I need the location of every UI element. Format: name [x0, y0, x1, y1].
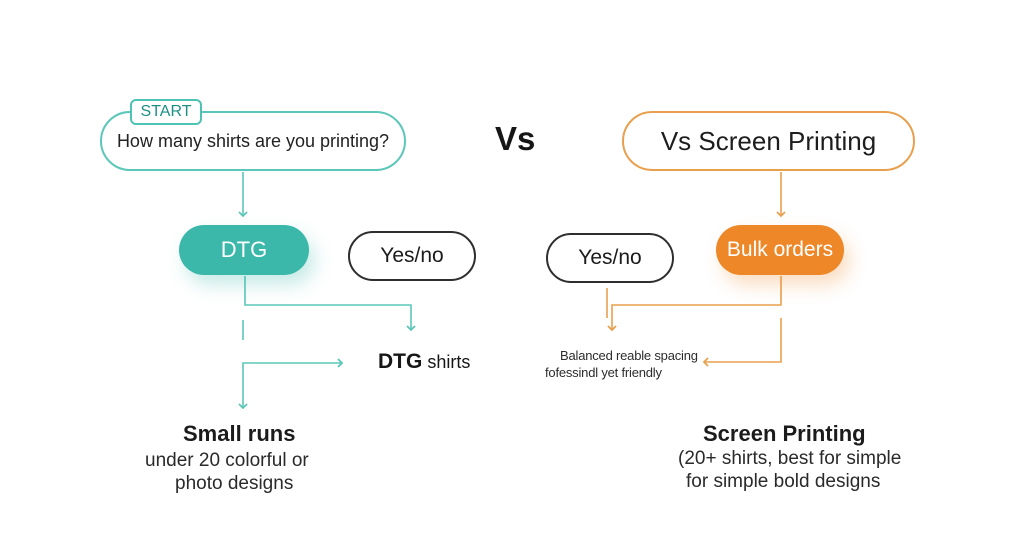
- bulk-orders-node: Bulk orders: [716, 225, 844, 275]
- connector-bulk-side-to-note: [702, 318, 782, 367]
- dtg-shirts-label: DTG shirts: [378, 350, 470, 374]
- connector-to-small-runs: [238, 362, 248, 410]
- screen-printing-title-text: Vs Screen Printing: [660, 125, 877, 156]
- spacing-note-line-2: fofessindl yet friendly: [545, 365, 662, 380]
- connector-dtg-to-dtg-shirts: [244, 276, 416, 332]
- yes-no-node-right: Yes/no: [546, 233, 674, 283]
- dtg-shirts-rest: shirts: [422, 352, 471, 372]
- start-question-box: How many shirts are you printing?: [100, 111, 406, 171]
- dtg-shirts-bold: DTG: [378, 350, 423, 373]
- spacing-note-line-1: Balanced reable spacing: [560, 348, 698, 363]
- screen-printing-description-line-1: (20+ shirts, best for simple: [678, 448, 902, 469]
- connector-bulk-to-note: [607, 276, 782, 332]
- screen-printing-heading: Screen Printing: [703, 421, 866, 446]
- vs-label: Vs: [495, 120, 536, 157]
- dtg-node-label: DTG: [220, 237, 268, 262]
- small-runs-description-line-2: photo designs: [175, 473, 294, 494]
- screen-printing-title-box: Vs Screen Printing: [622, 111, 915, 171]
- yes-no-label-right: Yes/no: [578, 246, 642, 269]
- start-tag: START: [130, 99, 202, 125]
- bulk-orders-label: Bulk orders: [726, 238, 834, 261]
- screen-printing-description-line-2: for simple bold designs: [686, 471, 881, 492]
- yes-no-label-left: Yes/no: [380, 244, 444, 267]
- small-runs-description-line-1: under 20 colorful or: [145, 450, 309, 471]
- start-question-text: How many shirts are you printing?: [116, 130, 390, 151]
- yes-no-node-left: Yes/no: [348, 231, 476, 281]
- small-runs-heading: Small runs: [183, 421, 296, 446]
- dtg-node: DTG: [179, 225, 309, 275]
